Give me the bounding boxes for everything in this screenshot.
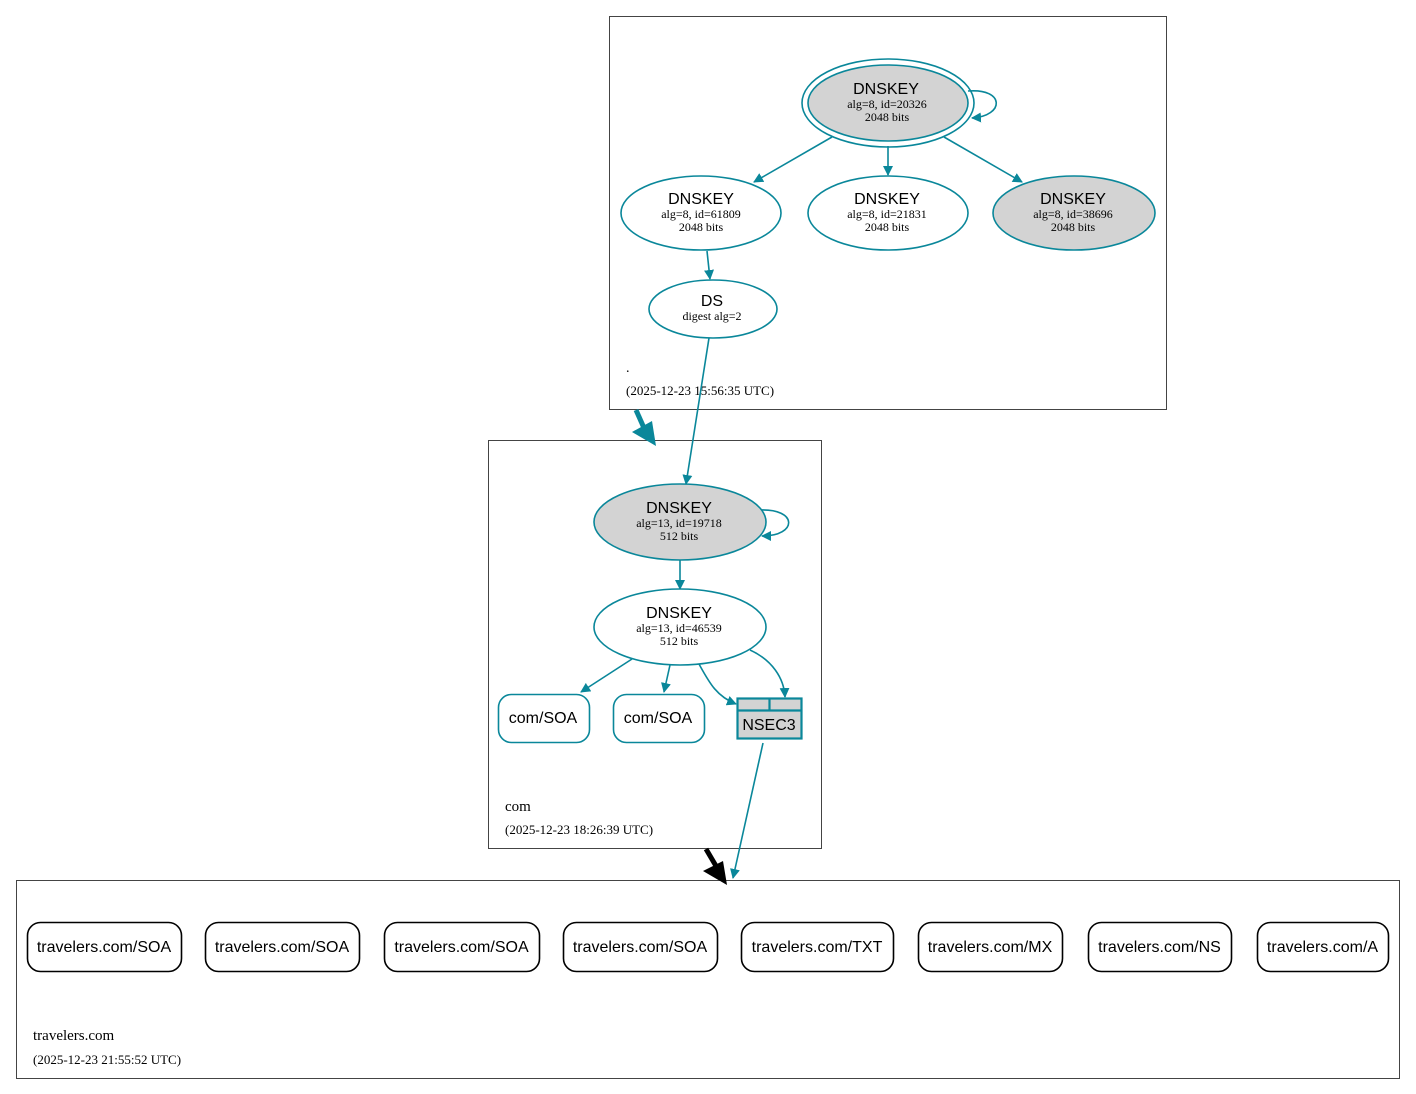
record-label: travelers.com/NS [1098, 939, 1221, 956]
node-root-zsk3[interactable]: DNSKEY alg=8, id=38696 2048 bits [992, 175, 1156, 251]
edge-com-zsk-nsec3-a [698, 663, 737, 706]
node-com-ds-line1: digest alg=2 [682, 309, 741, 323]
node-com-nsec3-label: NSEC3 [742, 717, 795, 734]
edge-com-zsk-soa2 [661, 664, 671, 693]
edge-com-zsk-soa1 [580, 658, 633, 693]
node-root-zsk2-line2: 2048 bits [865, 220, 910, 234]
zone-root-name: . [626, 361, 630, 376]
record-travelers-com-soa-3[interactable]: travelers.com/SOA [383, 921, 541, 973]
record-label: travelers.com/TXT [752, 939, 883, 956]
zone-travelers-box [16, 880, 1400, 1079]
node-com-ksk[interactable]: DNSKEY alg=13, id=19718 512 bits [593, 483, 767, 561]
node-com-zsk-line1: alg=13, id=46539 [636, 621, 722, 635]
zone-travelers-name: travelers.com [33, 1028, 115, 1044]
node-root-zsk1-line1: alg=8, id=61809 [661, 207, 741, 221]
node-com-soa-1[interactable]: com/SOA [497, 693, 591, 744]
edge-com-ksk-self [758, 509, 790, 541]
node-com-ds[interactable]: DS digest alg=2 [648, 279, 778, 339]
node-com-zsk[interactable]: DNSKEY alg=13, id=46539 512 bits [593, 588, 767, 666]
record-label: travelers.com/MX [928, 939, 1053, 956]
node-root-zsk1-title: DNSKEY [668, 191, 734, 208]
node-com-nsec3[interactable]: NSEC3 [736, 697, 803, 740]
node-com-soa-2-label: com/SOA [624, 710, 693, 727]
delegation-com-travelers [703, 847, 727, 885]
edge-com-zsk-nsec3-b [749, 649, 790, 698]
record-travelers-com-a-8[interactable]: travelers.com/A [1256, 921, 1390, 973]
record-label: travelers.com/SOA [37, 939, 172, 956]
node-com-soa-2[interactable]: com/SOA [612, 693, 706, 744]
node-com-ksk-line1: alg=13, id=19718 [636, 516, 722, 530]
edge-root-ksk-self [967, 90, 998, 123]
record-travelers-com-mx-6[interactable]: travelers.com/MX [917, 921, 1064, 973]
edge-nsec3-travelers [730, 742, 764, 879]
node-root-zsk1-line2: 2048 bits [679, 220, 724, 234]
zone-travelers-timestamp: (2025-12-23 21:55:52 UTC) [33, 1052, 181, 1067]
node-root-ksk[interactable]: DNSKEY alg=8, id=20326 2048 bits [801, 58, 975, 148]
record-label: travelers.com/SOA [215, 939, 350, 956]
node-com-zsk-line2: 512 bits [660, 634, 699, 648]
node-com-ksk-line2: 512 bits [660, 529, 699, 543]
zone-com-timestamp: (2025-12-23 18:26:39 UTC) [505, 822, 653, 837]
node-com-zsk-title: DNSKEY [646, 605, 712, 622]
node-root-zsk1[interactable]: DNSKEY alg=8, id=61809 2048 bits [620, 175, 782, 251]
node-root-zsk3-line1: alg=8, id=38696 [1033, 207, 1113, 221]
node-root-zsk2-line1: alg=8, id=21831 [847, 207, 927, 221]
node-com-soa-1-label: com/SOA [509, 710, 578, 727]
record-label: travelers.com/SOA [394, 939, 529, 956]
edge-root-zsk1-ds [704, 250, 715, 280]
zone-root-box [609, 16, 1167, 410]
record-label: travelers.com/A [1267, 939, 1378, 956]
edge-root-ksk-zsk3 [943, 136, 1023, 183]
zone-com-name: com [505, 799, 531, 815]
edges [580, 90, 1023, 879]
travelers-records: travelers.com/SOA travelers.com/SOA travel… [26, 921, 1390, 973]
node-com-ds-title: DS [701, 293, 723, 310]
node-root-ksk-line1: alg=8, id=20326 [847, 97, 927, 111]
edge-ds-com-ksk [682, 337, 710, 485]
node-root-zsk3-line2: 2048 bits [1051, 220, 1096, 234]
record-label: travelers.com/SOA [573, 939, 708, 956]
node-root-zsk2[interactable]: DNSKEY alg=8, id=21831 2048 bits [807, 175, 969, 251]
record-travelers-com-txt-5[interactable]: travelers.com/TXT [740, 921, 895, 973]
node-root-ksk-title: DNSKEY [853, 81, 919, 98]
node-root-zsk3-title: DNSKEY [1040, 191, 1106, 208]
node-root-zsk2-title: DNSKEY [854, 191, 920, 208]
edge-root-ksk-zsk1 [753, 136, 833, 183]
record-travelers-com-soa-1[interactable]: travelers.com/SOA [26, 921, 183, 973]
delegation-root-com [632, 408, 656, 446]
record-travelers-com-ns-7[interactable]: travelers.com/NS [1087, 921, 1233, 973]
node-root-ksk-line2: 2048 bits [865, 110, 910, 124]
node-com-ksk-title: DNSKEY [646, 500, 712, 517]
record-travelers-com-soa-2[interactable]: travelers.com/SOA [204, 921, 361, 973]
record-travelers-com-soa-4[interactable]: travelers.com/SOA [562, 921, 719, 973]
